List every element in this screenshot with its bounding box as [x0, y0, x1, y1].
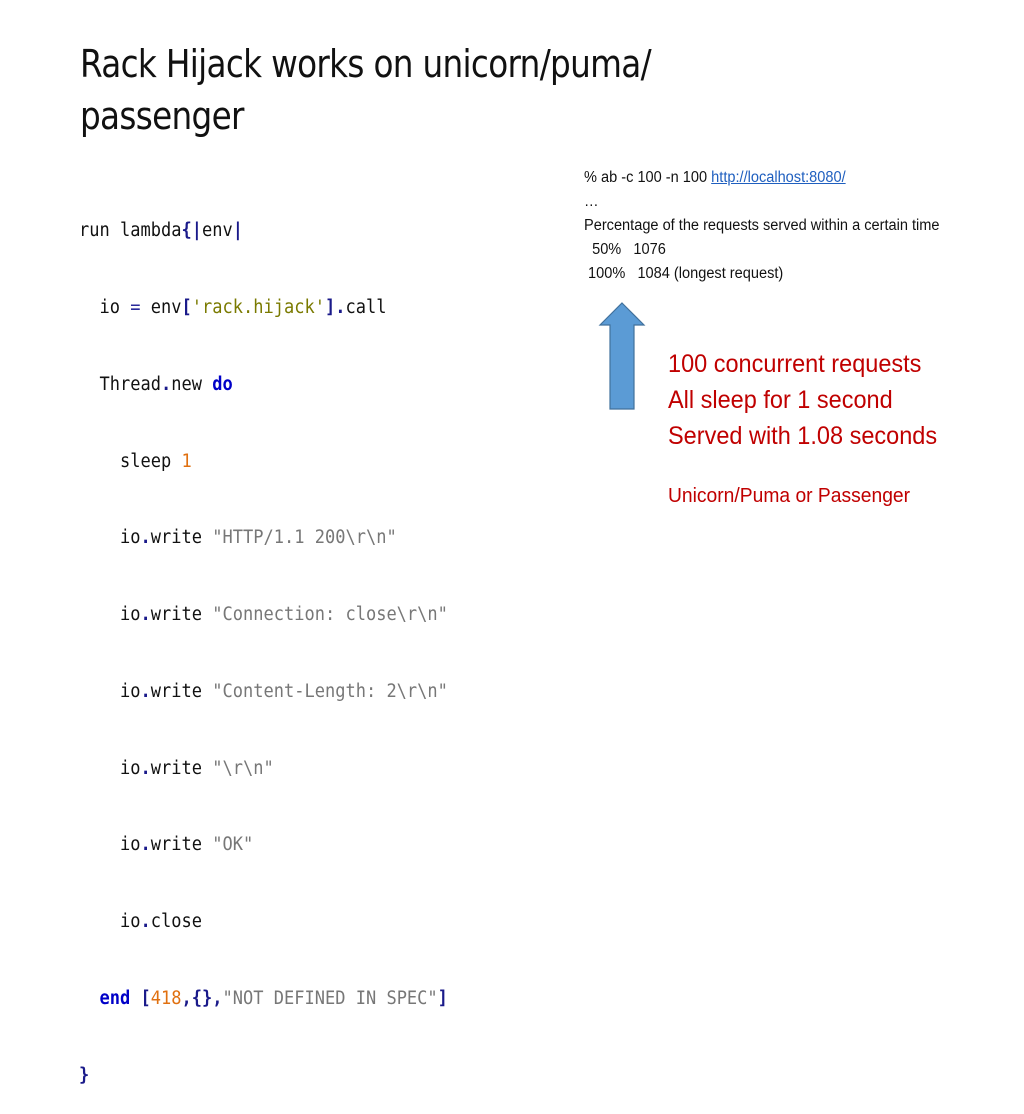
up-arrow-icon [598, 302, 646, 410]
code-line-1: run lambda{|env| [79, 220, 243, 242]
code-line-9: io.write "OK" [119, 834, 254, 856]
code-line-5: io.write "HTTP/1.1 200\r\n" [119, 527, 397, 549]
code-block: run lambda{|env| io = env['rack.hijack']… [79, 167, 448, 1114]
code-line-7: io.write "Content-Length: 2\r\n" [119, 680, 448, 702]
benchmark-output: % ab -c 100 -n 100 http://localhost:8080… [584, 166, 940, 286]
code-line-4: sleep 1 [119, 450, 192, 472]
code-line-12: } [79, 1064, 90, 1086]
summary-line-1: 100 concurrent requests [668, 350, 922, 378]
summary-line-3: Served with 1.08 seconds [668, 422, 938, 450]
servers-note: Unicorn/Puma or Passenger [668, 484, 911, 507]
slide-title: Rack Hijack works on unicorn/puma/ passe… [80, 38, 734, 142]
benchmark-ellipsis: … [584, 193, 599, 210]
summary-text: 100 concurrent requests All sleep for 1 … [668, 346, 937, 454]
summary-line-2: All sleep for 1 second [668, 386, 893, 414]
code-line-8: io.write "\r\n" [119, 757, 274, 779]
benchmark-heading: Percentage of the requests served within… [584, 217, 940, 234]
localhost-link[interactable]: http://localhost:8080/ [711, 169, 846, 186]
benchmark-row-100: 100% 1084 (longest request) [584, 265, 784, 282]
code-line-2: io = env['rack.hijack'].call [99, 296, 387, 318]
slide-title-line-1: Rack Hijack works on unicorn/puma/ [80, 42, 652, 86]
code-line-3: Thread.new do [99, 373, 233, 395]
benchmark-row-50: 50% 1076 [584, 241, 666, 258]
slide-title-line-2: passenger [80, 94, 244, 138]
code-line-11: end [418,{},"NOT DEFINED IN SPEC"] [99, 988, 448, 1009]
code-line-10: io.close [119, 911, 202, 933]
code-line-6: io.write "Connection: close\r\n" [119, 604, 448, 626]
benchmark-command: % ab -c 100 -n 100 http://localhost:8080… [584, 169, 846, 186]
